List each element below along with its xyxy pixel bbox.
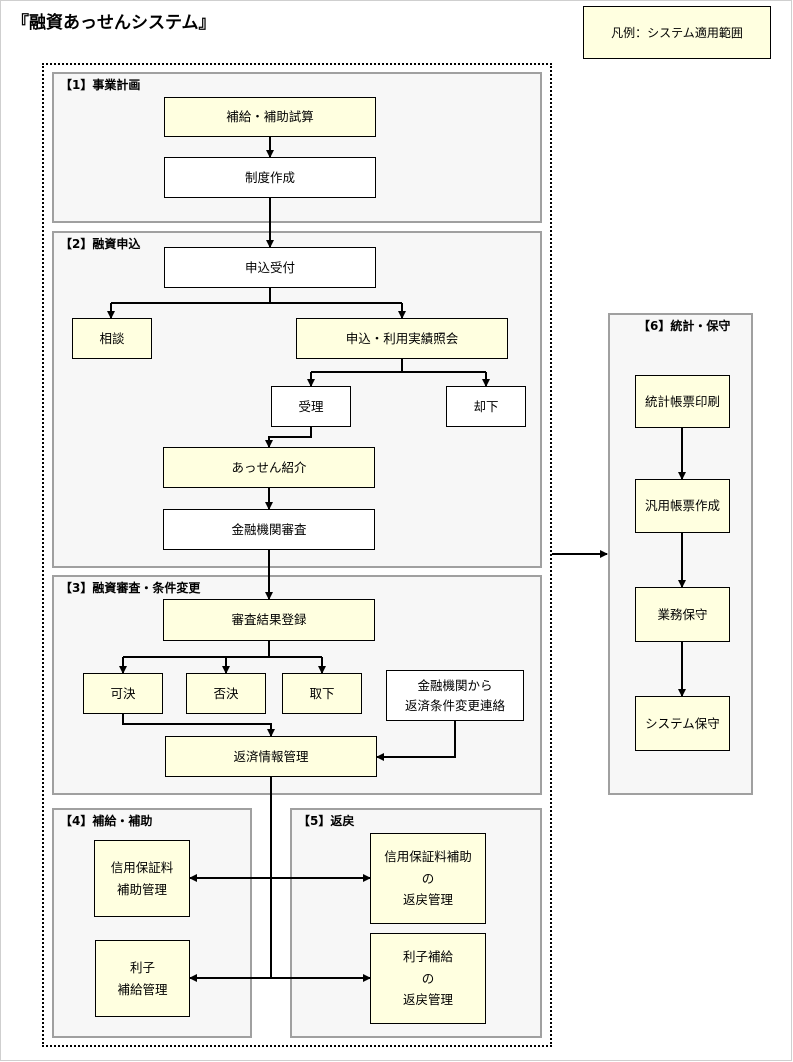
system-scope-boundary <box>42 63 552 1047</box>
section-title: 【6】統計・保守 <box>638 319 731 333</box>
node-jouken-renraku: 金融機関から 返済条件変更連絡 <box>386 670 524 721</box>
node-kaketsu: 可決 <box>83 673 163 714</box>
section-title: 【5】返戻 <box>298 814 355 828</box>
node-hokyu-shisan: 補給・補助試算 <box>164 97 376 137</box>
page-title: 『融資あっせんシステム』 <box>12 13 216 33</box>
legend-box: 凡例：システム適用範囲 <box>583 6 771 59</box>
section-title: 【3】融資審査・条件変更 <box>60 581 201 595</box>
section-title: 【4】補給・補助 <box>60 814 153 828</box>
node-shinyou-hojo: 信用保証料 補助管理 <box>94 840 190 917</box>
node-moushikomi-uketsuke: 申込受付 <box>164 247 376 288</box>
node-shinsa-touroku: 審査結果登録 <box>163 599 375 641</box>
node-torisage: 取下 <box>282 673 362 714</box>
node-gyoumu-hoshu: 業務保守 <box>635 587 730 642</box>
section-business-plan: 【1】事業計画 <box>52 72 542 223</box>
node-assen-shoukai: あっせん紹介 <box>163 447 375 488</box>
node-toukei-insatsu: 統計帳票印刷 <box>635 375 730 428</box>
node-kyakka: 却下 <box>446 386 526 427</box>
node-hensai-kanri: 返済情報管理 <box>165 736 377 777</box>
node-system-hoshu: システム保守 <box>635 696 730 751</box>
node-hiketsu: 否決 <box>186 673 266 714</box>
node-shinyou-henrei: 信用保証料補助 の 返戻管理 <box>370 833 486 924</box>
node-rishi-henrei: 利子補給 の 返戻管理 <box>370 933 486 1024</box>
node-soudan: 相談 <box>72 318 152 359</box>
section-title: 【2】融資申込 <box>60 237 141 251</box>
node-seido-sakusei: 制度作成 <box>164 157 376 198</box>
node-juri: 受理 <box>271 386 351 427</box>
node-rishi-hokyu: 利子 補給管理 <box>95 940 190 1017</box>
section-title: 【1】事業計画 <box>60 78 141 92</box>
node-kikan-shinsa: 金融機関審査 <box>163 509 375 550</box>
node-hanyou-sakusei: 汎用帳票作成 <box>635 479 730 533</box>
node-jisseki-shoukai: 申込・利用実績照会 <box>296 318 508 359</box>
